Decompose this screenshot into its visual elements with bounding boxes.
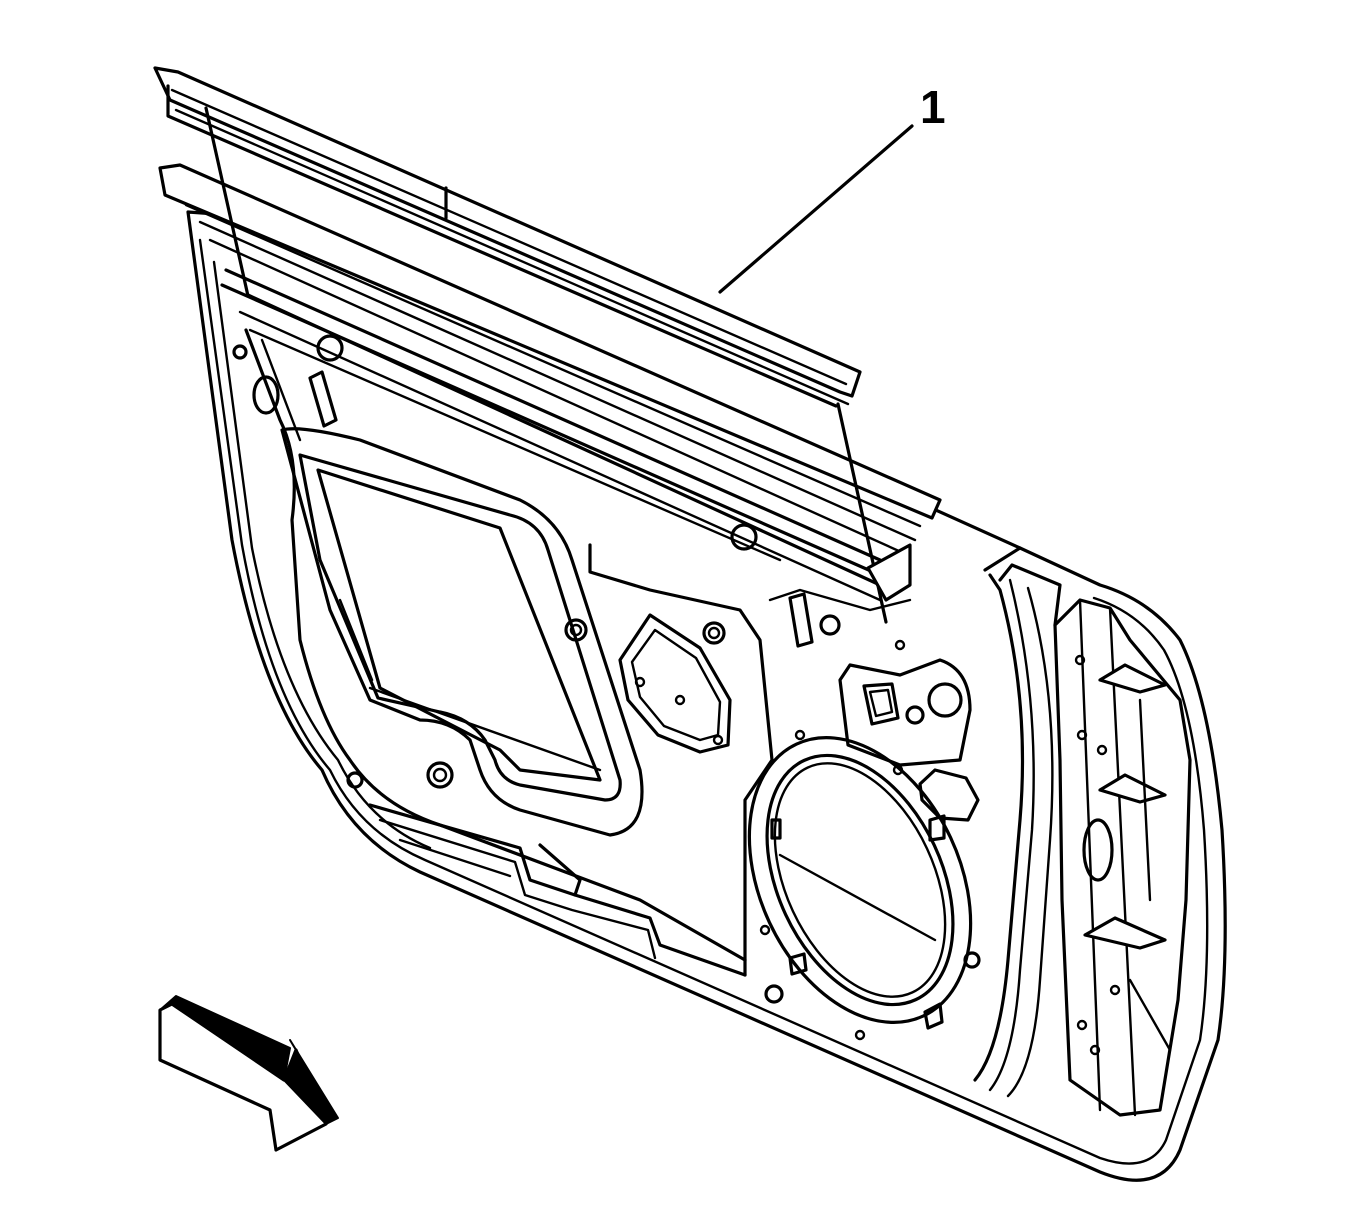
callout-1-label: 1 (920, 81, 946, 133)
callout-1-leader (718, 124, 914, 294)
fastener-holes (232, 334, 1121, 1056)
inner-panel (244, 328, 912, 977)
direction-arrow-icon (158, 995, 339, 1152)
door-end-frame (973, 546, 1192, 1117)
speaker-opening (747, 736, 981, 1030)
window-channel-strips (153, 66, 942, 624)
lower-trim-channel (368, 803, 747, 977)
access-opening-left (280, 427, 644, 837)
arrow-top-edge (159, 995, 291, 1081)
arrow-side-edge (283, 1039, 339, 1125)
cover-plate (618, 613, 732, 754)
door-outer-shell (186, 210, 1227, 1182)
latch-area (838, 658, 980, 822)
